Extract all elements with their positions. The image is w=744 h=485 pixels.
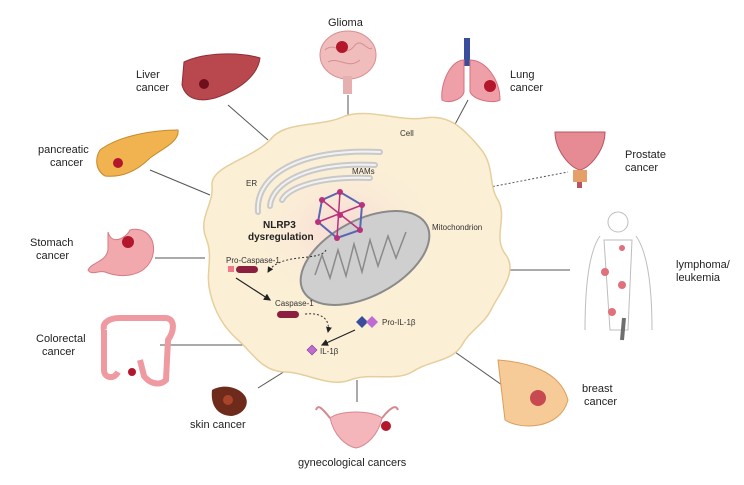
line-prostate [484,171,569,189]
label-lymphoma-1: lymphoma/ [676,259,731,271]
label-stomach-2: cancer [36,250,69,262]
skin-lesion-icon [211,386,247,416]
arrow-nlrp3-procasp [267,249,327,273]
label-pancreatic-2: cancer [50,157,83,169]
procasp-shape [236,266,258,273]
label-liver-2: cancer [136,82,169,94]
label-breast-2: cancer [584,396,617,408]
il-shape [306,344,318,356]
label-prostate-1: Prostate [625,149,666,161]
human-body-icon [584,211,653,341]
label-lymphoma-2: leukemia [676,272,721,284]
stomach-icon [87,228,154,276]
line-liver [227,104,269,141]
lungs-icon [441,38,501,103]
label-mams: MAMs [352,167,375,176]
pancreas-icon [96,129,179,177]
label-nlrp3-2: dysregulation [248,232,314,243]
label-gyn: gynecological cancers [298,457,407,469]
label-glioma: Glioma [328,17,364,29]
label-nlrp3-1: NLRP3 [263,220,296,231]
label-il: IL-1β [320,347,339,356]
label-lung-2: cancer [510,82,543,94]
uterus-icon [315,406,399,449]
label-pancreatic-1: pancreatic [38,144,89,156]
label-casp: Caspase-1 [275,299,314,308]
label-stomach-1: Stomach [30,237,73,249]
label-prostate-2: cancer [625,162,658,174]
label-skin: skin cancer [190,419,246,431]
label-liver-1: Liver [136,69,160,81]
colon-icon [100,315,176,387]
label-mito: Mitochondrion [432,223,482,232]
brain-icon [319,30,377,94]
liver-icon [181,53,261,101]
prostate-icon [554,131,606,188]
label-cell: Cell [400,129,414,138]
casp-shape [277,311,299,318]
label-er: ER [246,179,257,188]
breast-icon [497,359,569,427]
nlrp3-inflammasome [315,189,365,241]
proil-shape [356,316,378,328]
arrow-procasp-casp [235,277,272,301]
line-pancreas [149,169,211,196]
label-colorectal-1: Colorectal [36,333,86,345]
label-proil: Pro-IL-1β [382,318,416,327]
arrow-casp-il [304,313,332,333]
arrow-proil-il [320,329,356,346]
label-procasp: Pro-Caspase-1 [226,256,280,265]
connector-lines [149,95,570,402]
label-colorectal-2: cancer [42,346,75,358]
label-lung-1: Lung [510,69,534,81]
label-breast-1: breast [582,383,613,395]
procasp-prodomain [228,266,234,272]
